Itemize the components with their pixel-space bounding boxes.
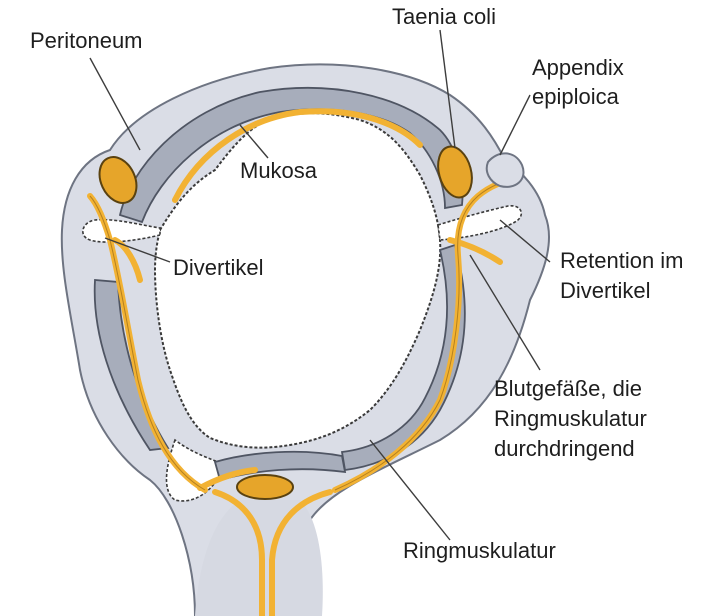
- muscle-top: [118, 87, 464, 224]
- label-peritoneum: Peritoneum: [30, 28, 143, 53]
- label-ringmuskulatur: Ringmuskulatur: [403, 538, 556, 563]
- label-blutgefaesse-line1: Blutgefäße, die: [494, 376, 642, 401]
- label-appendix-line2: epiploica: [532, 84, 619, 109]
- vessel-outline-left: [89, 195, 206, 491]
- vessel-right-inner: [447, 237, 503, 265]
- label-retention-line2: Divertikel: [560, 278, 651, 303]
- mesentery: [195, 500, 323, 616]
- leader-taenia-coli: [439, 29, 456, 149]
- leader-ringmuskulatur: [369, 439, 451, 541]
- label-taenia-coli: Taenia coli: [392, 4, 496, 29]
- leader-mukosa: [239, 124, 269, 159]
- appendix-epiploica-shape: [485, 152, 525, 188]
- leader-divertikel: [104, 237, 171, 263]
- blood-vessels-outline: [89, 179, 516, 491]
- leader-appendix-epiploica: [499, 94, 531, 156]
- muscle-left: [93, 279, 170, 451]
- leader-retention: [499, 219, 551, 263]
- label-appendix-line1: Appendix: [532, 55, 624, 80]
- vessel-top-inner: [172, 108, 423, 203]
- vessel-main-trunk-right: [269, 489, 333, 616]
- taenia-coli-bottom: [236, 474, 294, 500]
- leader-blutgefaesse: [469, 254, 541, 371]
- vessel-outline-right: [334, 179, 516, 491]
- taenia-coli-right: [437, 145, 473, 199]
- vessel-main-trunk: [212, 489, 265, 616]
- label-mukosa: Mukosa: [240, 158, 318, 183]
- taenia-coli-left: [98, 156, 138, 204]
- label-blutgefaesse-line2: Ringmuskulatur: [494, 406, 647, 431]
- leader-lines: [89, 29, 551, 541]
- label-blutgefaesse-line3: durchdringend: [494, 436, 635, 461]
- vessel-left-inner: [112, 237, 143, 283]
- leader-peritoneum: [89, 57, 141, 151]
- label-retention-line1: Retention im: [560, 248, 684, 273]
- label-divertikel: Divertikel: [173, 255, 264, 280]
- vessel-lower-branch: [197, 467, 258, 491]
